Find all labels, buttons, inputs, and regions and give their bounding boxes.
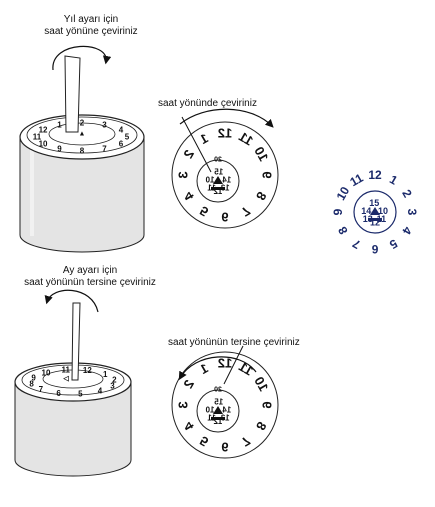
bar-marker-icon	[368, 218, 382, 221]
year-label: 15	[369, 198, 379, 208]
triangle-marker-icon	[213, 406, 223, 414]
month-label: 9	[260, 401, 275, 408]
mid-pointer-line	[181, 116, 212, 173]
month-label: 9	[31, 373, 36, 382]
year-label: 10	[378, 206, 388, 216]
caption-bottom-line1: Ay ayarı için	[62, 265, 118, 276]
month-label: 3	[176, 401, 191, 408]
bottom-rotate-arrow	[44, 289, 99, 313]
month-label: 9	[331, 208, 345, 215]
triangle-marker-icon	[370, 207, 380, 215]
month-label: 11	[61, 366, 70, 375]
bottom-triangle-icon: ◁	[62, 376, 69, 383]
caption-bottom-line2: saat yönünün tersine çeviriniz	[24, 277, 156, 288]
month-label: 3	[110, 382, 115, 391]
month-label: 4	[119, 126, 124, 135]
caption-bottom-right: saat yönünün tersine çeviriniz	[168, 337, 300, 348]
top-dial-inner: ▲	[79, 131, 86, 138]
month-label: 11	[236, 129, 255, 149]
year-label: 10	[205, 406, 214, 415]
month-label: 8	[29, 380, 34, 389]
year-label: 14	[222, 406, 231, 415]
year-label: 14	[361, 206, 371, 216]
month-label: 3	[405, 209, 419, 216]
top-screwdriver	[52, 45, 112, 133]
year-prefix-label: 20	[214, 157, 222, 164]
month-label: 2	[112, 375, 117, 384]
month-label: 7	[39, 385, 44, 394]
bottom-right-pointer-line	[223, 345, 244, 385]
month-label: 11	[33, 133, 42, 142]
caption-mid-right: saat yönünde çeviriniz	[158, 98, 257, 109]
month-label: 1	[103, 370, 108, 379]
month-label: 4	[98, 387, 103, 396]
month-label: 6	[56, 389, 61, 398]
caption-top-line2: saat yönüne çeviriniz	[44, 26, 138, 37]
year-label: 12	[370, 217, 380, 227]
month-label: 6	[371, 242, 378, 256]
month-label: 10	[251, 374, 271, 394]
top-triangle-icon: ▲	[79, 131, 86, 138]
bottom-right-dial-inner: 14151011121320	[205, 387, 231, 426]
month-label: 12	[368, 168, 382, 182]
year-label: 13	[363, 214, 373, 224]
month-label: 9	[260, 171, 275, 178]
bottom-right-rotate-arrow	[178, 356, 257, 381]
month-label: 5	[78, 389, 83, 398]
month-label: 6	[221, 210, 228, 225]
month-label: 6	[221, 440, 228, 455]
year-prefix-label: 20	[214, 387, 222, 394]
year-label: 15	[214, 168, 223, 177]
bar-marker-icon	[211, 417, 225, 420]
year-label: 10	[205, 176, 214, 185]
month-label: 6	[119, 140, 124, 149]
month-label: 3	[176, 171, 191, 178]
month-label: 12	[218, 126, 232, 141]
mid-dial-inner: 14151011121320	[205, 157, 231, 196]
bar-marker-icon	[211, 187, 225, 190]
month-label: 10	[42, 368, 51, 377]
month-label: 9	[57, 145, 62, 154]
month-label: 12	[218, 356, 232, 371]
mid-rotate-arrow	[179, 108, 274, 128]
year-label: 12	[213, 187, 222, 196]
month-label: 10	[334, 184, 353, 203]
triangle-marker-icon	[213, 176, 223, 184]
month-label: 5	[125, 133, 130, 142]
year-label: 14	[222, 176, 231, 185]
top-rotate-arrow	[52, 45, 112, 71]
year-label: 12	[213, 417, 222, 426]
month-label: 11	[236, 359, 255, 379]
month-label: 12	[83, 366, 92, 375]
month-label: 3	[102, 120, 107, 129]
month-label: 7	[102, 145, 107, 154]
right-dial-inner: 141510111213	[361, 198, 388, 227]
month-label: 8	[80, 147, 85, 156]
month-label: 2	[80, 119, 85, 128]
bottom-screwdriver	[44, 289, 99, 381]
month-label: 1	[57, 120, 62, 129]
month-label: 12	[39, 126, 48, 135]
caption-top-line1: Yıl ayarı için	[63, 14, 119, 25]
month-label: 10	[39, 140, 48, 149]
month-label: 10	[251, 144, 271, 164]
bottom-dial-inner: ◁	[62, 376, 69, 383]
year-label: 15	[214, 398, 223, 407]
